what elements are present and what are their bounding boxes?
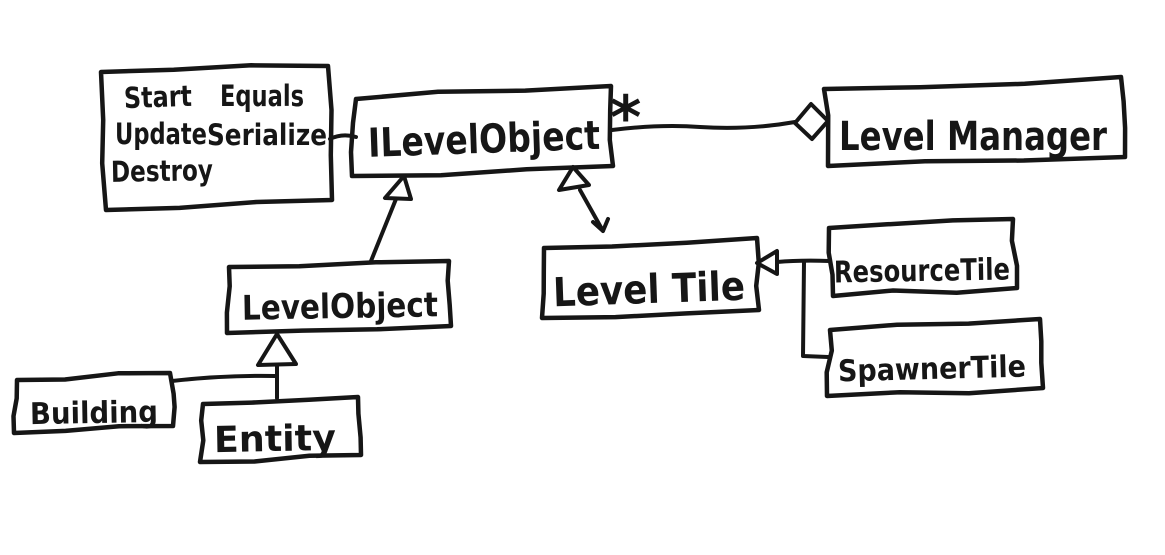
method-destroy-label: Destroy [111,153,214,189]
resourcetile-connector-line [775,258,831,264]
leveltile-realization-line [578,188,610,233]
inheritance-triangle-tiles-icon [755,249,779,276]
aggregation-line [610,120,797,132]
building-box [11,370,177,436]
levelmanager-box [821,74,1128,169]
method-equals-label: Equals [220,79,304,113]
spawnertile-connector-line [801,260,830,359]
building-connector-line [170,373,277,383]
inheritance-triangle-levelobject-icon [383,174,413,201]
entity-box [197,394,364,465]
inheritance-triangle-leveltile-icon [557,165,591,192]
ilevelobject-box [348,83,616,179]
leveltile-label: Level Tile [552,264,745,317]
resourcetile-box [826,216,1020,299]
resourcetile-label: ResourceTile [834,252,1011,290]
entity-label: Entity [214,418,337,461]
leveltile-box [539,235,762,321]
levelmanager-label: Level Manager [839,114,1107,160]
ilevelobject-label: ILevelObject [367,113,600,167]
inheritance-triangle-entity-icon [256,332,298,367]
methods-connector-line [328,133,358,141]
method-update-label: Update [115,117,207,151]
building-label: Building [30,395,159,432]
spawnertile-label: SpawnerTile [838,349,1027,389]
method-serialize-label: Serialize [207,118,327,152]
aggregation-diamond-icon [793,102,830,141]
levelobject-label: LevelObject [242,285,439,328]
method-start-label: Start [123,79,192,115]
interface-methods-box [98,63,335,213]
spawnertile-box [824,316,1046,399]
multiplicity-star-label: * [610,83,641,153]
levelobject-realization-line [369,197,398,263]
levelobject-box [224,258,454,336]
